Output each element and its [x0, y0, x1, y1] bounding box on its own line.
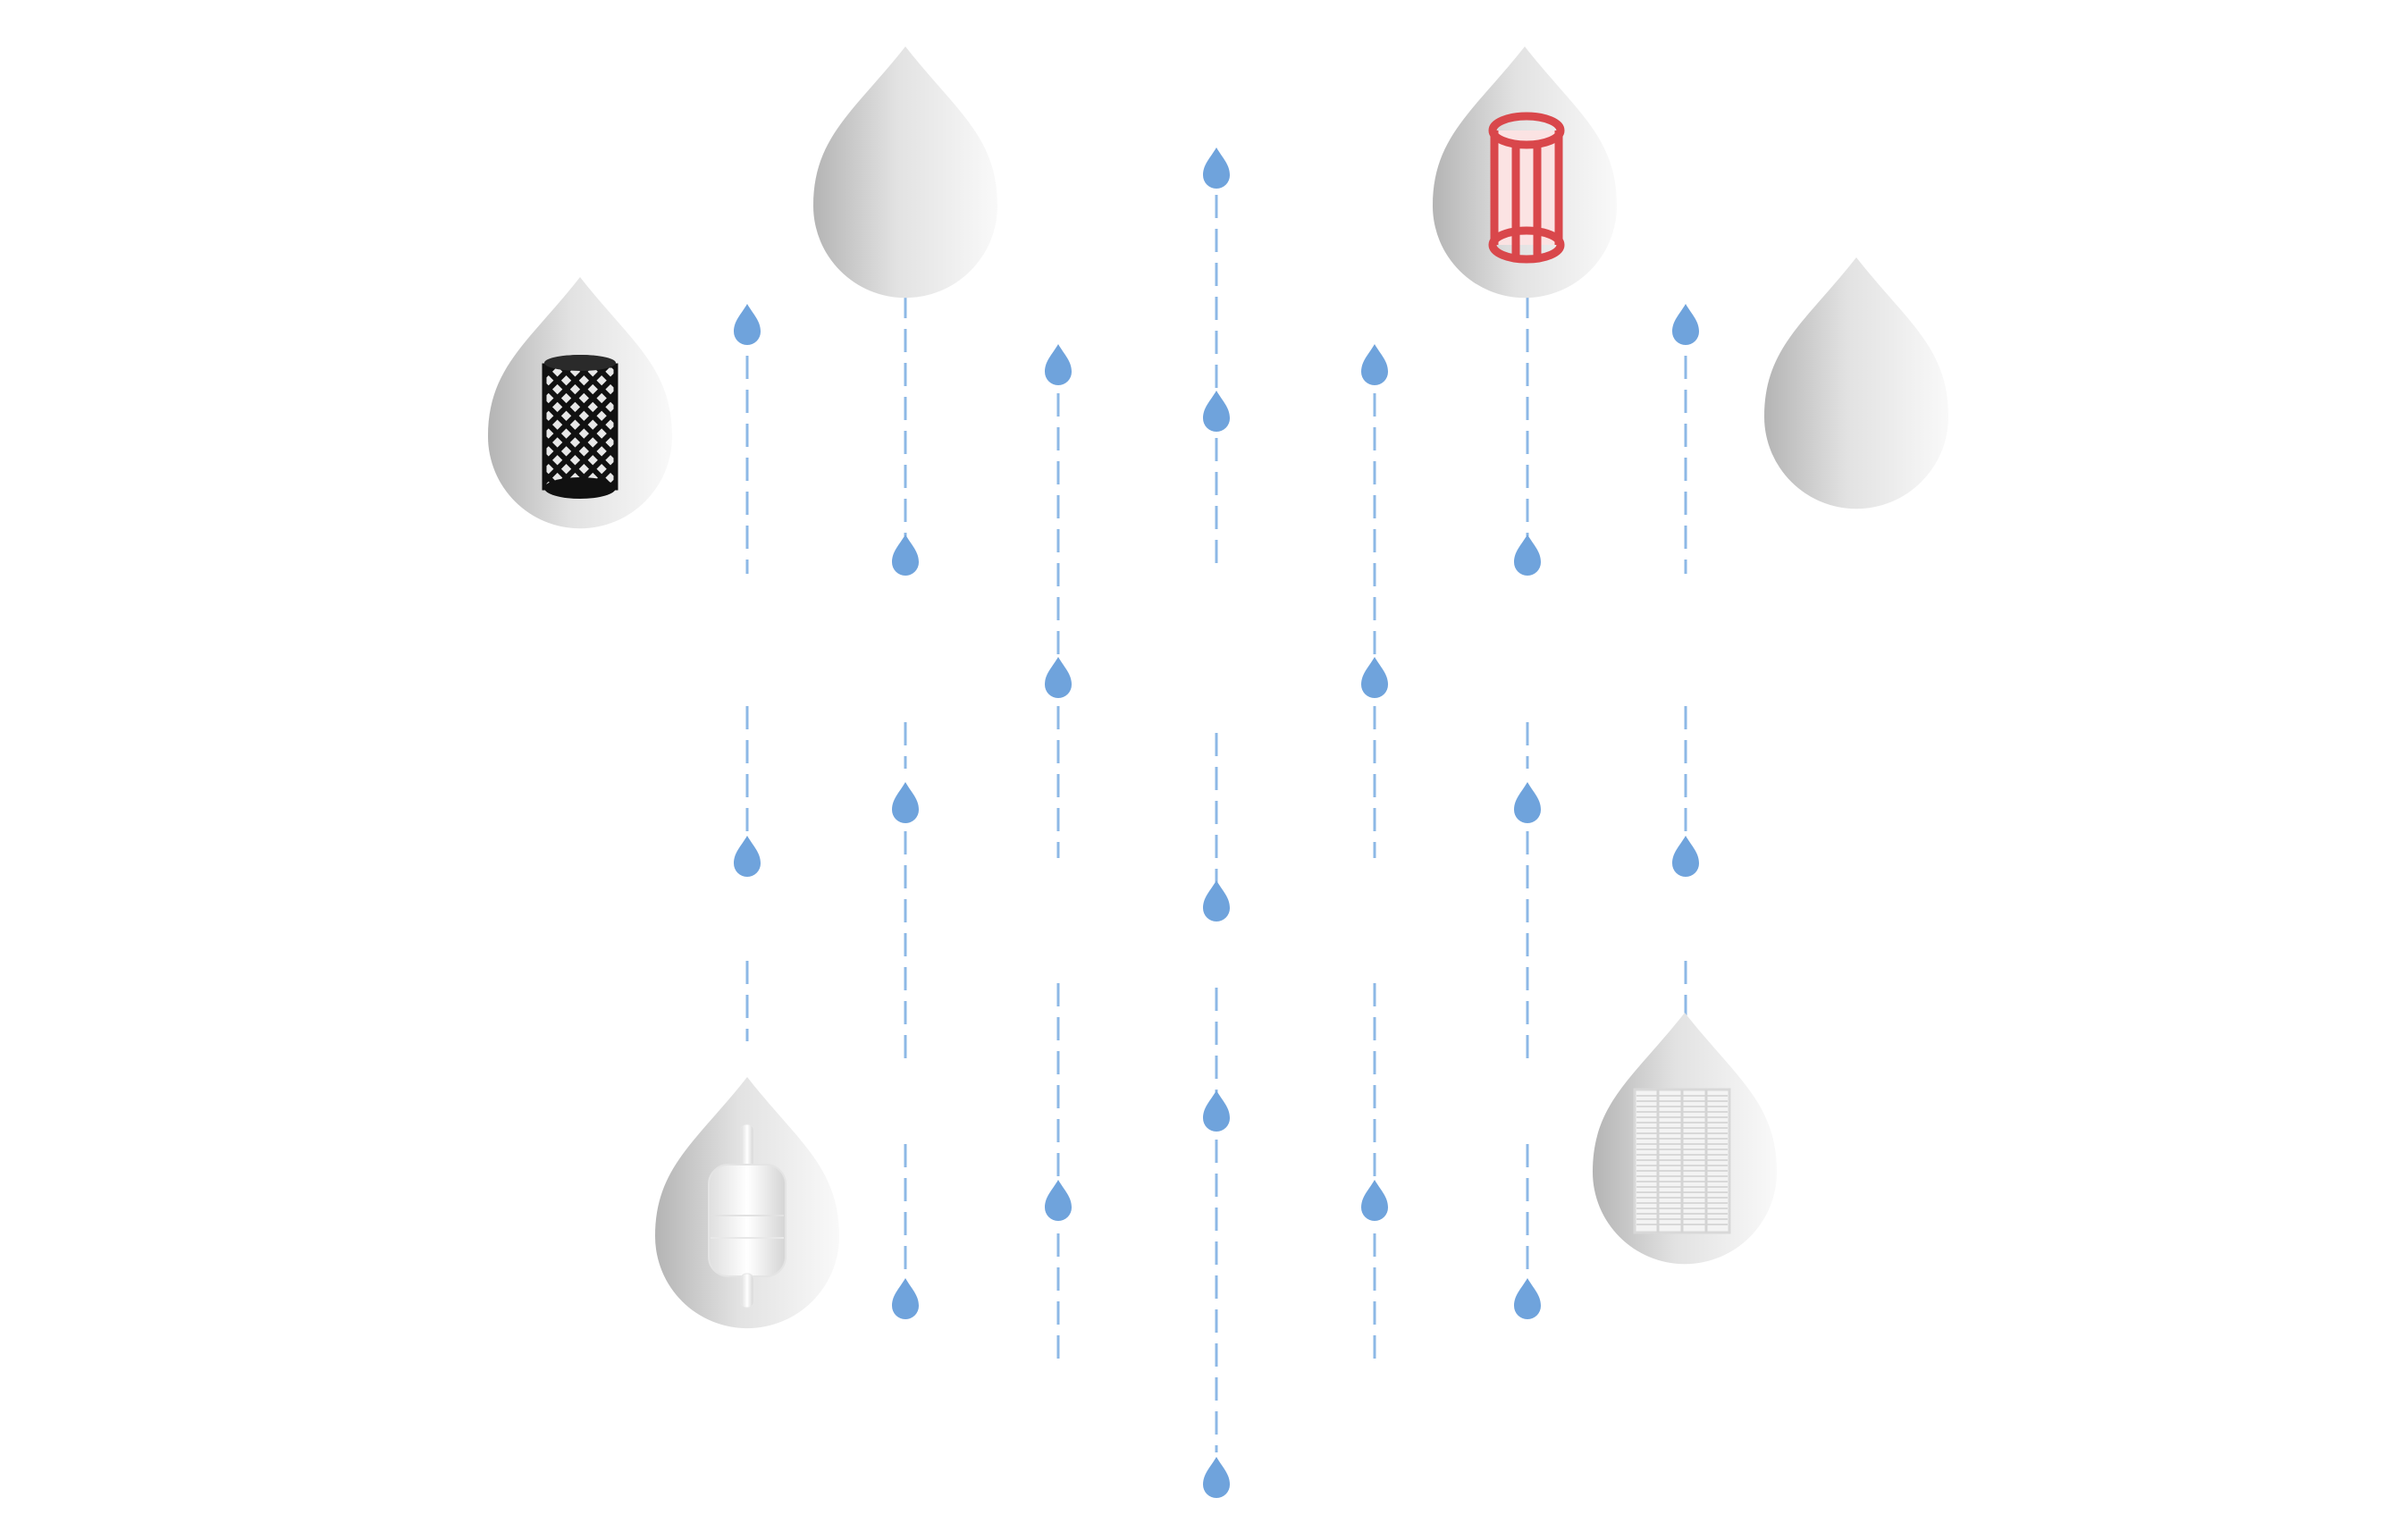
stream-5-droplet-3 [1361, 1180, 1388, 1221]
stream-2-droplet-2 [892, 782, 919, 823]
stream-4-droplet-5 [1203, 1457, 1230, 1498]
stream-1-droplet-2 [734, 836, 761, 877]
small-droplets [734, 147, 1699, 1498]
white-inline-filter-icon [708, 1123, 787, 1309]
stream-5-droplet-2 [1361, 657, 1388, 698]
stream-1-droplet-1 [734, 304, 761, 345]
stream-4-droplet-4 [1203, 1090, 1230, 1132]
stream-4-droplet-3 [1203, 880, 1230, 921]
stream-3-droplet-3 [1045, 1180, 1072, 1221]
stream-4-droplet-1 [1203, 147, 1230, 189]
stream-4-droplet-2 [1203, 391, 1230, 432]
red-frame-cartridge-icon [1488, 112, 1565, 264]
stream-7-droplet-2 [1672, 836, 1699, 877]
stream-7-droplet-1 [1672, 304, 1699, 345]
stream-3-droplet-1 [1045, 344, 1072, 385]
pleated-panel-filter-icon [1633, 1088, 1731, 1234]
empty-drop-top-left [813, 46, 997, 299]
empty-drop-right [1764, 257, 1948, 509]
stream-dash-lines [745, 195, 1687, 1452]
stream-6-droplet-1 [1514, 534, 1541, 576]
stream-6-droplet-2 [1514, 782, 1541, 823]
stream-3-droplet-2 [1045, 657, 1072, 698]
stream-2-droplet-1 [892, 534, 919, 576]
black-mesh-cartridge-icon [542, 355, 618, 499]
stream-5-droplet-1 [1361, 344, 1388, 385]
stream-6-droplet-3 [1514, 1278, 1541, 1319]
stream-2-droplet-3 [892, 1278, 919, 1319]
